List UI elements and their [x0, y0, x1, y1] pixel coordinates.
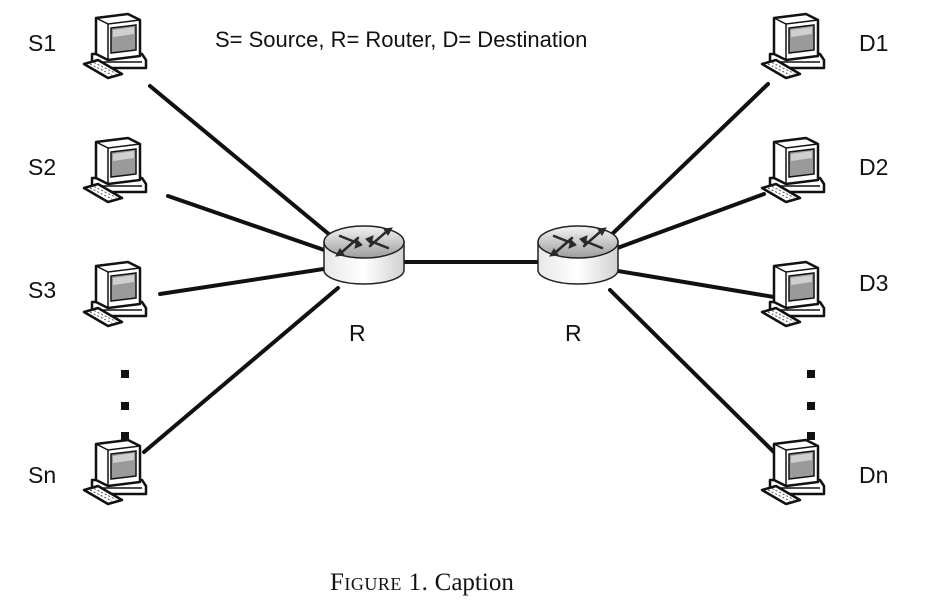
router-label-right: R	[565, 320, 582, 346]
ellipsis-dots-right	[807, 370, 815, 440]
destination-label-d2: D2	[859, 154, 889, 180]
link-d2	[610, 192, 766, 252]
link-d1	[606, 82, 770, 240]
link-dn	[608, 288, 792, 470]
source-computer-icon	[82, 260, 148, 328]
router-label-left: R	[349, 320, 366, 346]
destination-label-d3: D3	[859, 270, 889, 296]
source-computer-icon	[82, 438, 148, 506]
destination-computer-icon	[760, 260, 826, 328]
source-label-sn: Sn	[28, 462, 57, 488]
router-icon	[536, 224, 620, 286]
source-label-s1: S1	[28, 30, 57, 56]
destination-label-dn: Dn	[859, 462, 889, 488]
source-label-s2: S2	[28, 154, 57, 180]
link-s1	[148, 84, 338, 242]
destination-label-d1: D1	[859, 30, 889, 56]
figure-caption-text: Caption	[434, 569, 514, 596]
ellipsis-dots-left	[121, 370, 129, 440]
destination-computer-icon	[760, 136, 826, 204]
link-d3	[610, 268, 782, 300]
router-icon	[322, 224, 406, 286]
destination-computer-icon	[760, 12, 826, 80]
figure-caption-label: Figure 1.	[330, 569, 429, 596]
legend-text: S= Source, R= Router, D= Destination	[215, 27, 588, 52]
link-s2	[166, 194, 332, 254]
connection-lines	[142, 82, 792, 470]
source-computer-icon	[82, 136, 148, 204]
link-sn	[142, 286, 340, 454]
source-computer-icon	[82, 12, 148, 80]
figure-caption: Figure 1. Caption	[330, 570, 514, 595]
source-label-s3: S3	[28, 277, 57, 303]
link-s3	[158, 266, 332, 296]
